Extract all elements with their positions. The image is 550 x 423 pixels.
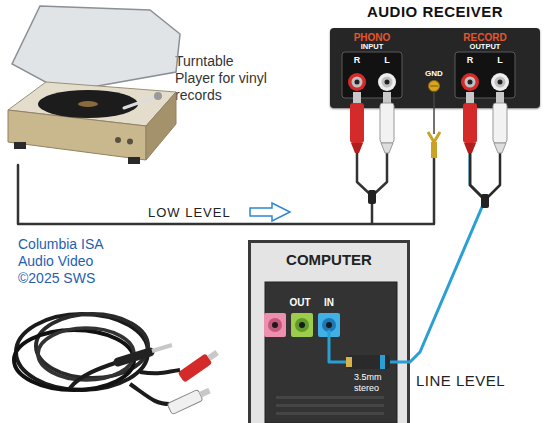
- channel-label: L: [337, 56, 437, 66]
- jack-ring: [322, 318, 336, 332]
- line-cable: [329, 330, 346, 362]
- rca-plug: [493, 103, 507, 143]
- plug-ring: [346, 357, 352, 367]
- rca-plug: [380, 103, 394, 143]
- panel-heading: PHONO: [322, 32, 422, 43]
- plug-tail: [464, 143, 476, 153]
- coiled-cable: [38, 328, 134, 380]
- rca-jack-ring: [352, 77, 363, 88]
- plug-stripe: [380, 355, 385, 369]
- ground-screw-slot: [430, 85, 438, 86]
- tonearm: [124, 96, 158, 108]
- ground-wire: [372, 158, 434, 224]
- rca-plug-photo: [167, 389, 203, 414]
- credit-watermark: Columbia ISA Audio Video ©2025 SWS: [18, 236, 113, 287]
- mini-plug-photo: [118, 352, 150, 362]
- panel-subheading: INPUT: [322, 43, 422, 51]
- rca-jack: [378, 73, 396, 91]
- jack-hole: [326, 322, 332, 328]
- jack-hole: [299, 322, 305, 328]
- rca-jack: [348, 73, 366, 91]
- plug-note: 3.5mm stereo: [354, 372, 396, 394]
- rca-plug: [350, 103, 364, 143]
- channel-label: R: [307, 56, 407, 66]
- cable-connector: [410, 108, 485, 362]
- line-cable: [390, 361, 410, 364]
- spade-lug: [428, 132, 440, 142]
- panel-heading: RECORD: [435, 32, 535, 43]
- rca-jack-ring: [495, 77, 506, 88]
- vent-slot: [276, 396, 384, 399]
- plug-sleeve: [383, 92, 391, 104]
- vent-slot: [276, 412, 384, 415]
- jack-ring: [295, 318, 309, 332]
- jack-hole: [272, 322, 278, 328]
- jack-label: OUT: [250, 297, 350, 308]
- turntable-side: [146, 92, 176, 160]
- coiled-cable: [140, 370, 180, 373]
- turntable-platter: [38, 90, 138, 118]
- mini-plug: [346, 355, 390, 369]
- audio-cable: [470, 153, 485, 200]
- direction-arrow: [250, 203, 290, 221]
- turntable-foot: [14, 142, 26, 149]
- ground-screw: [429, 81, 440, 92]
- rca-jack-ring: [382, 77, 393, 88]
- coiled-cable: [130, 384, 170, 404]
- phono-panel: [342, 52, 402, 98]
- audio-cable: [485, 153, 500, 200]
- plug-tail: [381, 143, 393, 153]
- plug-tail: [351, 143, 363, 153]
- jack-ring: [268, 318, 282, 332]
- device-label: Turntable Player for vinyl records: [175, 53, 273, 104]
- plug-sleeve: [466, 92, 474, 104]
- turntable-lid: [12, 6, 180, 92]
- record-label: [78, 101, 98, 107]
- plug-sleeve: [353, 92, 361, 104]
- audio-jack-pink: [264, 313, 286, 337]
- plug-tip: [152, 345, 172, 351]
- audio-cable: [372, 153, 387, 196]
- coiled-cable: [70, 362, 118, 388]
- rca-plug-photo: [178, 353, 213, 382]
- rca-jack: [491, 73, 509, 91]
- coiled-cable: [16, 314, 148, 390]
- signal-level-label: LOW LEVEL: [148, 205, 231, 220]
- signal-level-label: LINE LEVEL: [416, 372, 505, 389]
- rca-jack: [461, 73, 479, 91]
- ground-wire: [433, 91, 435, 134]
- audio-jack-green: [291, 313, 313, 337]
- device-title: COMPUTER: [251, 251, 407, 268]
- rca-jack-hole: [468, 80, 473, 85]
- jack-label: IN: [279, 297, 379, 308]
- rca-plug: [463, 103, 477, 143]
- turntable-button: [115, 137, 121, 143]
- spade-lug: [431, 142, 437, 158]
- cable-splitter: [368, 190, 376, 204]
- terminal-label: GND: [384, 70, 484, 79]
- rca-jack-hole: [498, 80, 503, 85]
- turntable-button: [127, 139, 133, 145]
- channel-label: L: [450, 56, 550, 66]
- rca-jack-hole: [355, 80, 360, 85]
- panel-subheading: OUTPUT: [435, 43, 535, 51]
- record-panel: [455, 52, 515, 98]
- vent-slot: [276, 404, 384, 407]
- turntable-foot: [128, 157, 140, 164]
- plug-tip: [207, 350, 219, 361]
- tonearm-base: [154, 92, 162, 100]
- cable-splitter: [481, 194, 489, 208]
- plug-sleeve: [496, 92, 504, 104]
- device-title: AUDIO RECEIVER: [310, 3, 550, 20]
- rca-jack-ring: [465, 77, 476, 88]
- plug-tail: [494, 143, 506, 153]
- rca-jack-hole: [385, 80, 390, 85]
- channel-label: R: [420, 56, 520, 66]
- plug-tip: [199, 388, 211, 398]
- computer-panel: [265, 282, 397, 423]
